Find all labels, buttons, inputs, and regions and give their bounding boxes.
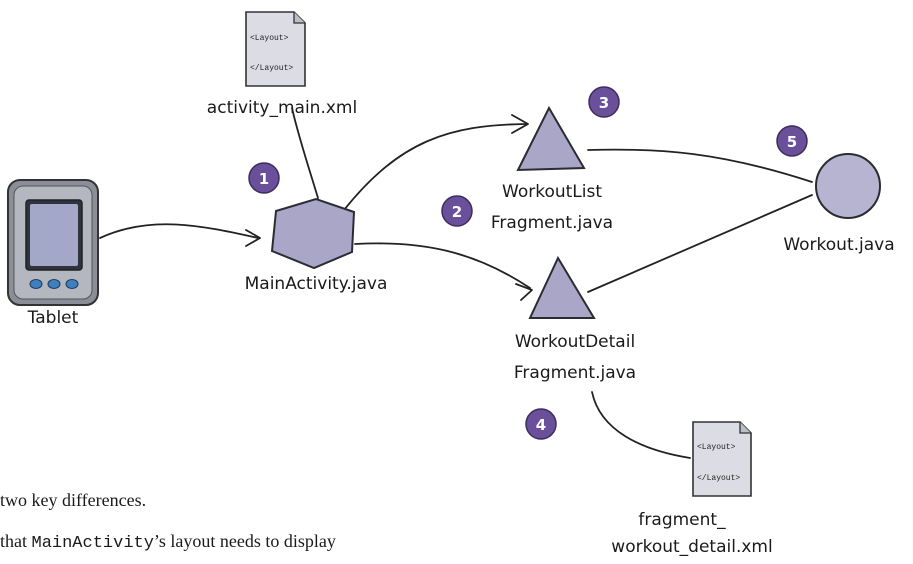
workout-label: Workout.java bbox=[783, 235, 895, 255]
body-text-suffix: ’s layout needs to display bbox=[153, 531, 336, 551]
step-badge-5: 5 bbox=[776, 125, 808, 157]
workoutdetail-triangle-icon bbox=[528, 255, 596, 319]
tablet-icon bbox=[7, 179, 99, 306]
step-4-number: 4 bbox=[536, 416, 546, 434]
detail-layout-file-icon: <Layout> </Layout> bbox=[692, 421, 752, 497]
workoutlist-label-line1: WorkoutList bbox=[502, 182, 602, 202]
layout-close-tag: </Layout> bbox=[250, 64, 293, 73]
workoutdetail-label-line2: Fragment.java bbox=[513, 363, 637, 383]
body-text-prefix: that bbox=[0, 531, 32, 551]
mainactivity-label: MainActivity.java bbox=[244, 274, 388, 294]
arrow-main-to-list bbox=[343, 123, 527, 211]
step-3-number: 3 bbox=[599, 94, 609, 112]
fragment-layout-label-line1: fragment_ bbox=[638, 510, 726, 530]
step-badge-2: 2 bbox=[441, 195, 473, 227]
detail-layout-open-tag: <Layout> bbox=[697, 443, 736, 452]
body-text-code: MainActivity bbox=[31, 534, 154, 553]
body-text-line2: that MainActivity’s layout needs to disp… bbox=[0, 531, 336, 553]
fragment-layout-label-line2: workout_detail.xml bbox=[611, 537, 773, 557]
arrow-layout-to-mainactivity bbox=[291, 107, 319, 199]
activity-main-xml-label: activity_main.xml bbox=[206, 98, 358, 118]
arrow-detail-to-workout bbox=[587, 194, 813, 293]
arrowhead-main-detail bbox=[515, 283, 533, 301]
arrowhead-tablet-main bbox=[245, 229, 261, 247]
arrow-list-to-workout bbox=[587, 148, 813, 183]
step-badge-3: 3 bbox=[588, 86, 620, 118]
workout-circle-icon bbox=[815, 153, 881, 219]
layout-open-tag: <Layout> bbox=[250, 34, 289, 43]
arrow-detail-to-layout bbox=[591, 391, 691, 459]
step-badge-4: 4 bbox=[525, 408, 557, 440]
step-badges: 1 2 3 4 5 bbox=[248, 86, 808, 440]
arrow-main-to-detail bbox=[354, 242, 531, 289]
step-1-number: 1 bbox=[259, 170, 269, 188]
arrow-tablet-to-mainactivity bbox=[99, 223, 259, 239]
workoutdetail-label-line1: WorkoutDetail bbox=[514, 332, 636, 352]
workoutlist-triangle-icon bbox=[516, 105, 586, 172]
body-text-line1: two key differences. bbox=[0, 490, 147, 510]
step-5-number: 5 bbox=[787, 133, 797, 151]
arrowhead-main-list bbox=[511, 114, 529, 134]
tablet-label: Tablet bbox=[27, 308, 79, 328]
layout-file-icon: <Layout> </Layout> bbox=[245, 11, 306, 87]
detail-layout-close-tag: </Layout> bbox=[697, 474, 740, 483]
step-2-number: 2 bbox=[452, 203, 462, 221]
mainactivity-hexagon-icon bbox=[270, 197, 356, 270]
workoutlist-label-line2: Fragment.java bbox=[490, 213, 614, 233]
step-badge-1: 1 bbox=[248, 162, 280, 194]
